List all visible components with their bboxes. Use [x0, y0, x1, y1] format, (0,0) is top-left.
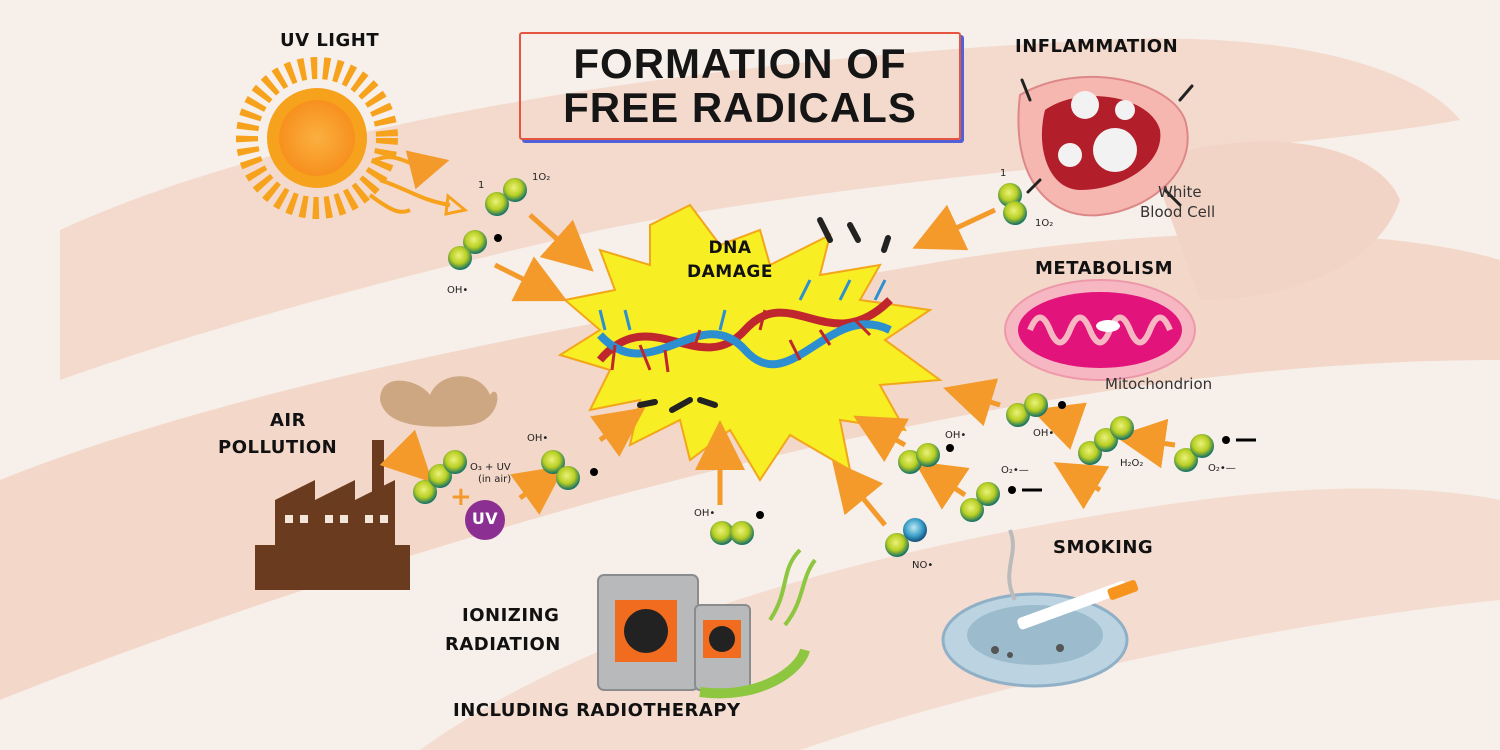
- inflammation-label: INFLAMMATION: [1015, 36, 1179, 57]
- uv-badge-circle: [465, 500, 505, 540]
- sun-icon: [236, 57, 469, 219]
- mitochondrion-caption: Mitochondrion: [1105, 375, 1213, 393]
- molecule-icon: [998, 183, 1027, 225]
- title-line-1: FORMATION OF: [573, 40, 907, 87]
- chem-label: OH•: [447, 285, 469, 296]
- chem-label: (in air): [478, 474, 512, 485]
- white-blood-cell-icon: [1017, 76, 1194, 217]
- molecule-icon: [960, 482, 1042, 522]
- chem-label: 1: [478, 180, 485, 191]
- molecule-icon: [413, 450, 467, 504]
- reaction-arrows: [379, 204, 1176, 527]
- title-line-2: FREE RADICALS: [563, 84, 917, 131]
- molecule-icon: [1078, 416, 1134, 465]
- radiotherapy-label: INCLUDING RADIOTHERAPY: [453, 700, 741, 721]
- factory-icon: [255, 376, 498, 590]
- radioactive-barrels-icon: [597, 548, 817, 699]
- molecule-icon: [448, 230, 502, 270]
- molecule-icon: [885, 518, 927, 557]
- molecule-icon: [1174, 434, 1256, 472]
- ionizing-label-1: IONIZING: [462, 605, 560, 626]
- smoking-label: SMOKING: [1053, 537, 1154, 558]
- uv-badge-label: UV: [471, 509, 499, 528]
- chem-label: OH•: [527, 433, 549, 444]
- chem-label: NO•: [912, 560, 934, 571]
- chem-label: OH•: [945, 430, 967, 441]
- molecule-icon: [485, 178, 527, 216]
- wbc-caption-2: Blood Cell: [1140, 203, 1216, 221]
- mitochondrion-icon: [1004, 279, 1196, 381]
- plus-sign-icon: +: [450, 482, 472, 512]
- air-pollution-label-1: AIR: [270, 410, 306, 431]
- molecules: [413, 178, 1256, 557]
- chem-label: 1O₂: [532, 172, 551, 183]
- molecule-icon: [710, 511, 764, 545]
- chem-label: O₂•—: [1001, 465, 1029, 476]
- uv-light-label: UV LIGHT: [280, 30, 380, 51]
- chem-label: H₂O₂: [1120, 458, 1144, 469]
- air-pollution-label-2: POLLUTION: [218, 437, 338, 458]
- chem-label: O₃ + UV: [470, 462, 511, 473]
- dna-damage-label-2: DAMAGE: [687, 262, 773, 282]
- ionizing-label-2: RADIATION: [445, 634, 561, 655]
- dna-helix-icon: [596, 217, 893, 413]
- molecule-icon: [1006, 393, 1066, 427]
- wbc-caption-1: White: [1158, 183, 1202, 201]
- ashtray-cigarette-icon: [941, 529, 1139, 688]
- chem-label: 1: [1000, 168, 1007, 179]
- molecule-icon: [898, 443, 954, 474]
- dna-damage-label-1: DNA: [708, 238, 752, 258]
- title-box: FORMATION OF FREE RADICALS: [519, 32, 961, 140]
- chem-label: 1O₂: [1035, 218, 1054, 229]
- dna-damage-burst: [557, 203, 943, 482]
- metabolism-label: METABOLISM: [1035, 258, 1174, 279]
- air-arrow: [398, 448, 417, 467]
- chem-label: O₂•—: [1208, 463, 1236, 474]
- chem-label: OH•: [1033, 428, 1055, 439]
- chem-label: OH•: [694, 508, 716, 519]
- molecule-icon: [541, 450, 598, 490]
